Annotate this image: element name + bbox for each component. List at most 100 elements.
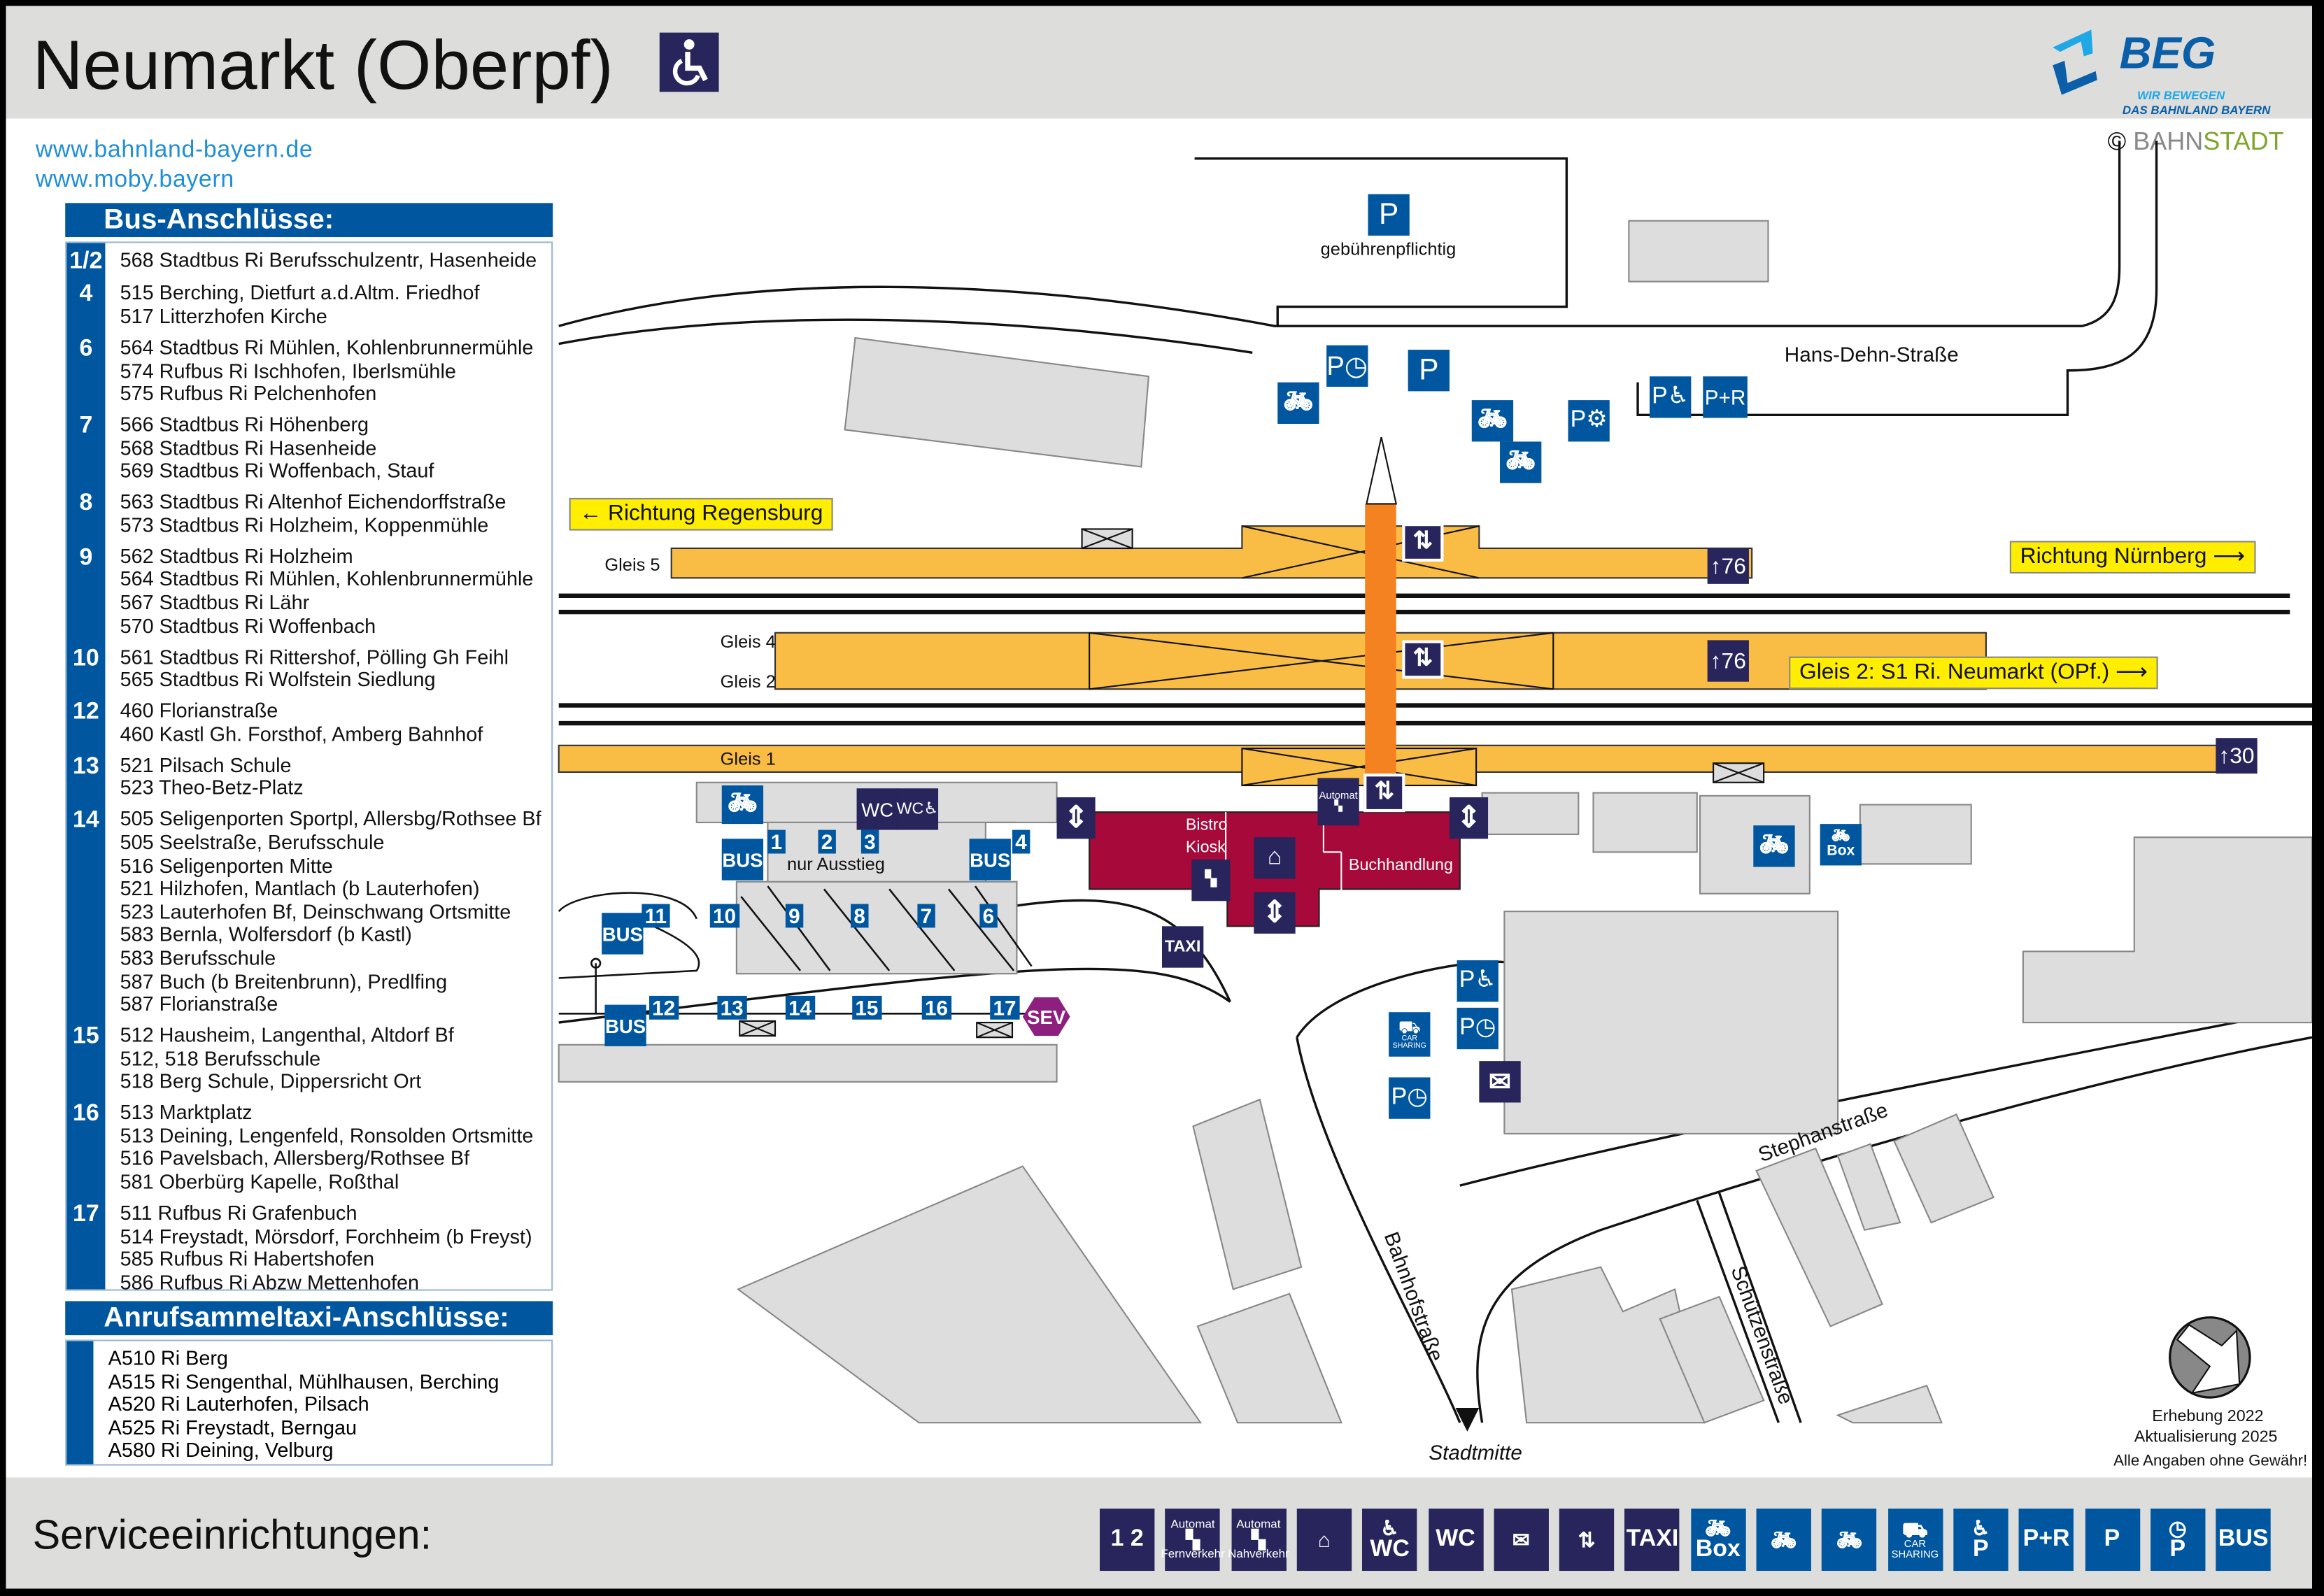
elevator-icon: ⇅ <box>1363 774 1405 813</box>
bike-parking-icon: 🚲︎ <box>1822 1509 1877 1572</box>
bus-line: 523 Theo-Betz-Platz <box>120 777 304 799</box>
taxi-line: A580 Ri Deining, Velburg <box>108 1439 334 1462</box>
bus-stop-group: 4 515 Berching, Dietfurt a.d.Altm. Friedh… <box>66 282 551 328</box>
bus-lines: 515 Berching, Dietfurt a.d.Altm. Friedho… <box>105 282 480 328</box>
taxi-line: A515 Ri Sengenthal, Mühlhausen, Berching <box>108 1370 499 1392</box>
taxi-line: A520 Ri Lauterhofen, Pilsach <box>108 1393 369 1416</box>
bus-stop-number: 9 <box>79 545 93 571</box>
short-term-parking-icon: P◷ <box>1457 1007 1498 1050</box>
beg-tagline-1: WIR BEWEGEN <box>2137 89 2225 103</box>
accessible-parking-icon: ♿︎P <box>1953 1509 2008 1572</box>
bus-stop-15: 15 <box>852 995 881 1020</box>
automat-label: Automat <box>1319 791 1358 802</box>
footer-title: Serviceeinrichtungen: <box>32 1511 432 1558</box>
bus-panel-stripe <box>66 243 106 1290</box>
taxi-line: A525 Ri Freystadt, Berngau <box>108 1416 357 1439</box>
bus-stop-14: 14 <box>785 995 815 1020</box>
copyright-stadt: STADT <box>2203 127 2284 156</box>
legend-label: Automat <box>1170 1517 1215 1531</box>
bus-line: 573 Stadtbus Ri Holzheim, Koppenmühle <box>120 514 489 536</box>
mailbox-icon: ✉ <box>1494 1509 1549 1572</box>
bus-icon: BUS <box>2216 1509 2271 1572</box>
bus-panel-title: Bus-Anschlüsse: <box>65 203 553 238</box>
park-and-ride-icon: P+R <box>2018 1509 2074 1572</box>
accessible-parking-icon: P♿︎ <box>1457 960 1498 1002</box>
bus-stop-number: 6 <box>79 336 93 362</box>
platform-height-30-icon: ↑30 <box>2216 738 2258 774</box>
bus-stop-number: 1/2 <box>69 248 103 274</box>
bus-line: 562 Stadtbus Ri Holzheim <box>120 545 353 568</box>
park-and-ride-icon: P+R <box>1703 376 1748 418</box>
legend-label: Automat <box>1236 1517 1281 1531</box>
bus-stop-3: 3 <box>860 829 879 854</box>
taxi-icon: TAXI <box>1624 1509 1680 1572</box>
bus-stop-9: 9 <box>785 904 803 928</box>
kiosk-label: Kiosk <box>1185 839 1226 857</box>
bus-line: 523 Lauterhofen Bf, Deinschwang Ortsmitt… <box>120 900 511 923</box>
wc-label: WC <box>896 799 924 818</box>
covered-bike-parking-icon: 🚲︎ <box>1756 1509 1811 1572</box>
elevator-icon: ⇅ <box>1402 640 1444 679</box>
ticket-counter-icon: ▚ <box>1191 859 1231 902</box>
short-term-parking-icon: P◷ <box>1326 345 1368 387</box>
bus-stop-number: 13 <box>73 754 99 780</box>
platform-height-76: 76 <box>1721 553 1746 579</box>
bus-stop-icon: BUS <box>602 913 644 955</box>
link-bahnland-bayern[interactable]: www.bahnland-bayern.de <box>35 138 313 164</box>
bus-lines: 561 Stadtbus Ri Rittershof, Pölling Gh F… <box>105 646 509 692</box>
bus-line: 513 Deining, Lengenfeld, Ronsolden Ortsm… <box>120 1125 534 1147</box>
bus-stop-number: 7 <box>79 413 93 439</box>
parking-icon: P <box>2084 1509 2140 1572</box>
legend-label: CAR SHARING <box>1891 1539 1939 1561</box>
bus-stop-number: 4 <box>79 282 93 308</box>
bus-stop-group: 6 564 Stadtbus Ri Mühlen, Kohlenbrunnermü… <box>66 336 551 406</box>
parking-letter: P <box>1459 1015 1475 1041</box>
platform-height-76: 76 <box>1721 648 1746 674</box>
bus-line: 512, 518 Berufsschule <box>120 1047 321 1070</box>
bus-stop-number: 17 <box>73 1202 99 1227</box>
bus-line: 460 Kastl Gh. Forsthof, Amberg Bahnhof <box>120 722 483 746</box>
direction-regensburg-label: Richtung Regensburg <box>607 501 823 527</box>
bus-stop-6: 6 <box>979 904 998 928</box>
link-moby-bayern[interactable]: www.moby.bayern <box>35 167 234 193</box>
parking-letter: P <box>1326 351 1345 381</box>
bus-line: 563 Stadtbus Ri Altenhof Eichendorffstra… <box>120 491 506 513</box>
elevator-icon: ⇅ <box>1402 522 1444 562</box>
bus-stop-group: 8 563 Stadtbus Ri Altenhof Eichendorffstr… <box>66 491 551 537</box>
ticket-machine-icon: Automat▚ <box>1317 778 1359 826</box>
motorbike-parking-icon: P⚙ <box>1568 400 1610 442</box>
bus-lines: 568 Stadtbus Ri Berufsschulzentr, Hasenh… <box>105 249 537 274</box>
bike-parking-icon: 🚲︎ <box>1753 825 1795 867</box>
parking-lot-outline <box>1194 157 1568 327</box>
short-term-parking-icon: ◷P <box>2150 1509 2206 1572</box>
wc-icon: WC <box>856 788 898 830</box>
bus-line: 513 Marktplatz <box>120 1101 253 1124</box>
bus-line: 517 Litterzhofen Kirche <box>120 305 327 328</box>
survey-date: Erhebung 2022 <box>2152 1407 2264 1426</box>
s1-info: Gleis 2: S1 Ri. Neumarkt (OPf.) ⟶ <box>1789 656 2158 690</box>
parking-letter: P <box>1391 1085 1408 1111</box>
bus-stop-1: 1 <box>767 829 786 854</box>
street-hans-dehn: Hans-Dehn-Straße <box>1784 342 1959 366</box>
bus-stop-7: 7 <box>917 904 935 928</box>
beg-tagline-2: DAS BAHNLAND BAYERN <box>2122 104 2271 117</box>
beg-wordmark: BEG <box>2119 29 2216 79</box>
bike-box-icon: 🚲︎Box <box>1690 1509 1746 1572</box>
bus-line: 511 Rufbus Ri Grafenbuch <box>120 1202 357 1225</box>
bus-stop-number: 8 <box>79 491 93 517</box>
bus-line: 565 Stadtbus Ri Wolfstein Siedlung <box>120 669 436 691</box>
links: www.bahnland-bayern.de www.moby.bayern <box>36 136 313 196</box>
bus-line: 521 Pilsach Schule <box>120 754 292 776</box>
underpass <box>1365 504 1396 808</box>
only-alighting-label: nur Ausstieg <box>786 853 885 875</box>
bookshop-label: Buchhandlung <box>1348 856 1453 875</box>
bus-line: 581 Oberbürg Kapelle, Roßthal <box>120 1171 399 1193</box>
parking-letter: P <box>1652 383 1668 409</box>
bus-lines: 564 Stadtbus Ri Mühlen, Kohlenbrunnermüh… <box>105 336 534 406</box>
north-arrow <box>2169 1316 2251 1399</box>
